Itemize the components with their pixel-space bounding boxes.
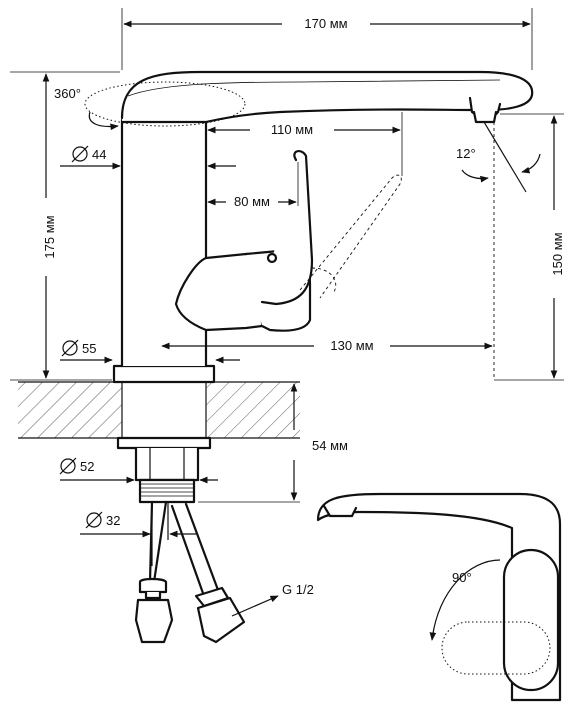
threaded-stud — [138, 478, 196, 504]
label-spout-reach: 130 мм — [330, 338, 373, 353]
handle-lever — [260, 150, 314, 306]
diameter-body: 44 — [71, 145, 106, 163]
label-diameter-shank: 32 — [106, 513, 120, 528]
mount-washer — [116, 436, 212, 450]
label-height-total: 175 мм — [42, 215, 57, 258]
dimension-labels: 170 мм 175 мм 150 мм 110 мм 80 мм 130 мм… — [42, 16, 565, 597]
handle-cap — [174, 256, 208, 332]
label-mount-depth: 54 мм — [312, 438, 348, 453]
faucet-spout — [120, 70, 534, 124]
hose-nut-right — [196, 596, 246, 644]
faucet-side-view — [84, 70, 534, 384]
diameter-shank: 32 — [85, 511, 120, 529]
faucet-front-view — [316, 492, 562, 702]
diameter-thread: 52 — [59, 457, 94, 475]
label-width-total: 170 мм — [304, 16, 347, 31]
label-diameter-body: 44 — [92, 147, 106, 162]
faucet-body — [120, 118, 208, 368]
dimension-lines — [10, 8, 564, 538]
diameter-base: 55 — [61, 339, 96, 357]
label-diameter-thread: 52 — [80, 459, 94, 474]
countertop-section — [18, 381, 300, 439]
base-ring — [112, 364, 216, 384]
label-handle-reach: 110 мм — [271, 122, 313, 137]
diameter-labels: 44 55 52 32 — [59, 145, 120, 529]
hose-nut-left — [134, 598, 174, 644]
mount-nut — [134, 446, 200, 482]
label-handle-swing: 90° — [452, 570, 472, 585]
mounting-assembly — [116, 436, 279, 644]
label-diameter-base: 55 — [82, 341, 96, 356]
label-aerator-tilt: 12° — [456, 146, 476, 161]
label-body-to-handle: 80 мм — [234, 194, 270, 209]
label-spout-height: 150 мм — [550, 232, 565, 275]
front-handle — [502, 548, 560, 692]
label-rotation: 360° — [54, 86, 81, 101]
label-thread: G 1/2 — [282, 582, 314, 597]
